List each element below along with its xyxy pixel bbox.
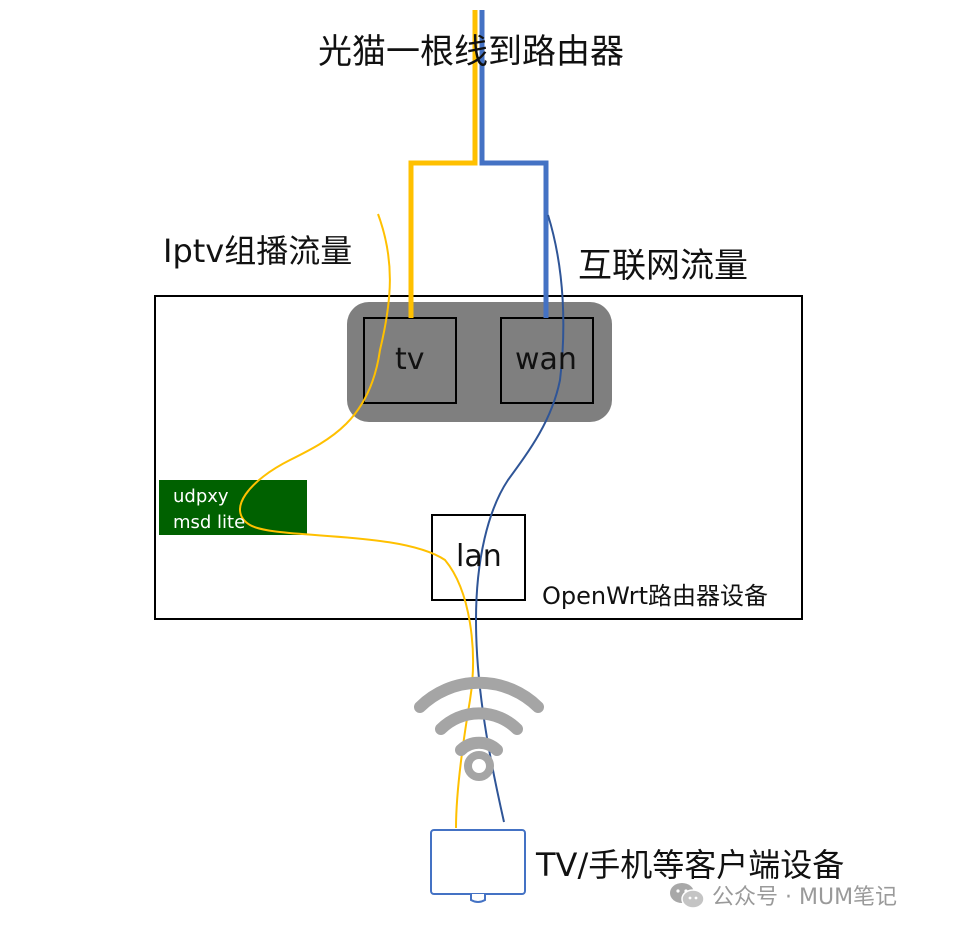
lan-port-label: lan (456, 539, 502, 574)
service-line-udpxy: udpxy (173, 486, 229, 507)
internet-flow-curve (474, 214, 565, 823)
tv-port-box (363, 317, 457, 404)
wan-port-box (500, 317, 594, 404)
service-box (159, 480, 307, 535)
iptv-traffic-label: Iptv组播流量 (163, 232, 353, 270)
router-device-label: OpenWrt路由器设备 (542, 582, 769, 610)
tv-port-label: tv (395, 342, 425, 377)
iptv-flow-curve (239, 213, 474, 829)
wechat-icon (670, 883, 705, 909)
diagram-title: 光猫一根线到路由器 (318, 32, 624, 72)
internet-fiber-line (479, 10, 549, 318)
wifi-icon (414, 676, 544, 781)
watermark: 公众号 · MUM笔记 (668, 878, 897, 912)
wan-port-label: wan (515, 342, 577, 377)
service-line-msdlite: msd lite (173, 512, 246, 533)
service-label: udpxy msd lite (173, 484, 245, 536)
internet-traffic-label: 互联网流量 (578, 246, 748, 286)
watermark-text: 公众号 · MUM笔记 (712, 885, 898, 910)
lan-port-box (431, 514, 526, 601)
iptv-fiber-line (408, 10, 478, 318)
client-device-label: TV/手机等客户端设备 (536, 846, 845, 884)
client-monitor-icon (430, 829, 526, 903)
